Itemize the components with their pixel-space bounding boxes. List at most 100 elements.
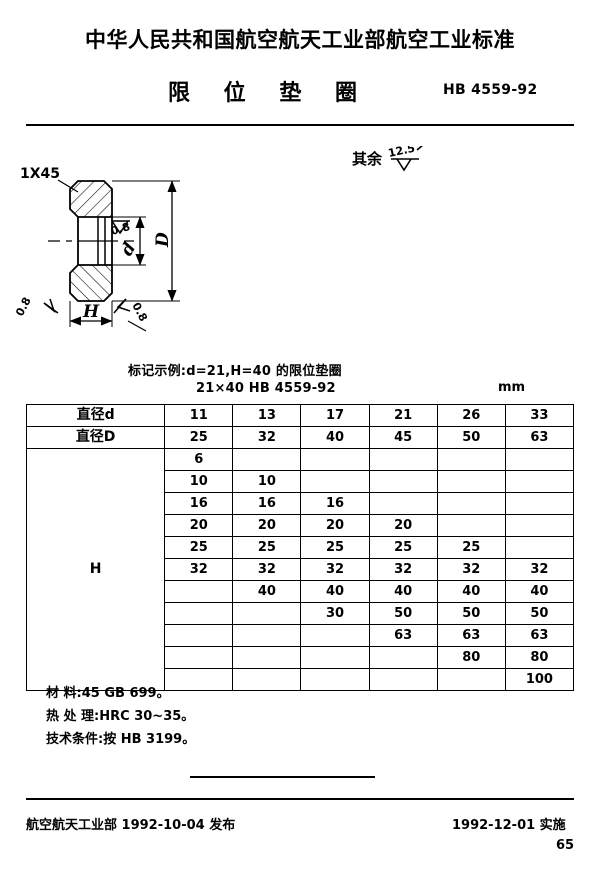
cell-h-10-2 (300, 668, 370, 691)
technical-drawing: 1X45 D d 0.8 H (0, 135, 600, 350)
cell-h-1-1: 10 (232, 470, 302, 493)
cell-h-5-4: 32 (436, 558, 506, 581)
cell-h-4-2: 25 (300, 536, 370, 559)
cell-D-1: 32 (232, 426, 302, 449)
cell-h-10-5: 100 (504, 668, 575, 691)
cell-h-8-3: 63 (368, 624, 438, 647)
cell-h-4-4: 25 (436, 536, 506, 559)
roughness-symbol-right-icon: 0.8 (113, 298, 150, 332)
cell-h-4-3: 25 (368, 536, 438, 559)
page-title: 限 位 垫 圈 (168, 81, 370, 106)
cell-D-2: 40 (300, 426, 370, 449)
cell-h-0-1 (232, 448, 302, 471)
specification-table: 直径d 11 13 17 21 26 33 直径D 25 32 40 45 50… (25, 404, 575, 691)
note-material: 材 料:45 GB 699。 (46, 686, 170, 701)
row-label-d: 直径d (25, 404, 166, 427)
roughness-value-right: 0.8 (129, 300, 150, 323)
cell-h-7-4: 50 (436, 602, 506, 625)
cell-h-0-5 (504, 448, 575, 471)
footer-divider (26, 798, 574, 800)
cell-h-4-5 (504, 536, 575, 559)
table-row-d: 直径d 11 13 17 21 26 33 (25, 404, 575, 427)
cell-h-6-0 (164, 580, 234, 603)
marking-code: 21×40 HB 4559-92 (196, 381, 336, 396)
cell-h-6-3: 40 (368, 580, 438, 603)
cell-d-3: 21 (368, 404, 438, 427)
cell-h-10-1 (232, 668, 302, 691)
table-row-h-3: 20 20 20 20 (27, 514, 575, 537)
cell-h-7-3: 50 (368, 602, 438, 625)
cell-h-5-2: 32 (300, 558, 370, 581)
cell-h-7-2: 30 (300, 602, 370, 625)
cell-D-4: 50 (436, 426, 506, 449)
other-roughness-label: 其余 (352, 150, 383, 168)
note-tech-condition: 技术条件:按 HB 3199。 (46, 732, 196, 747)
cell-h-7-1 (232, 602, 302, 625)
unit-label: mm (498, 380, 526, 395)
cell-h-9-2 (300, 646, 370, 669)
cell-d-5: 33 (504, 404, 575, 427)
cell-h-0-3 (368, 448, 438, 471)
cell-D-5: 63 (504, 426, 575, 449)
cell-h-9-0 (164, 646, 234, 669)
cell-h-0-4 (436, 448, 506, 471)
cell-h-3-1: 20 (232, 514, 302, 537)
cell-h-8-1 (232, 624, 302, 647)
footnotes: 材 料:45 GB 699。 热 处 理:HRC 30~35。 技术条件:按 H… (46, 682, 195, 751)
cell-h-6-2: 40 (300, 580, 370, 603)
effective-date: 1992-12-01 实施 (452, 818, 566, 833)
cell-h-6-1: 40 (232, 580, 302, 603)
cell-h-7-0 (164, 602, 234, 625)
cell-d-0: 11 (164, 404, 234, 427)
table-row-D: 直径D 25 32 40 45 50 63 (25, 426, 575, 449)
standard-number: HB 4559-92 (443, 82, 538, 98)
section-divider (190, 776, 375, 778)
cell-h-9-5: 80 (504, 646, 575, 669)
table-body: 直径d 11 13 17 21 26 33 直径D 25 32 40 45 50… (25, 404, 575, 691)
section-upper-body (69, 180, 113, 218)
dimension-H-label: H (82, 302, 100, 322)
other-roughness-note: 其余 12.5 (352, 142, 433, 172)
cell-h-10-3 (368, 668, 438, 691)
cell-h-3-2: 20 (300, 514, 370, 537)
cell-h-8-2 (300, 624, 370, 647)
cell-D-0: 25 (164, 426, 234, 449)
issuer-statement: 航空航天工业部 1992-10-04 发布 (26, 818, 236, 833)
cell-h-3-0: 20 (164, 514, 234, 537)
cell-h-5-1: 32 (232, 558, 302, 581)
section-lower-body (69, 264, 113, 302)
cell-h-8-4: 63 (436, 624, 506, 647)
washer-section-svg: 1X45 D d 0.8 H (13, 166, 180, 332)
cell-h-5-0: 32 (164, 558, 234, 581)
cell-h-8-5: 63 (504, 624, 575, 647)
table-row-h-4: 25 25 25 25 25 (27, 536, 575, 559)
cell-h-3-5 (504, 514, 575, 537)
cell-d-4: 26 (436, 404, 506, 427)
cell-h-2-4 (436, 492, 506, 515)
cell-h-2-1: 16 (232, 492, 302, 515)
cell-h-1-3 (368, 470, 438, 493)
table-row-h-10: 100 (27, 668, 575, 691)
marking-example: 标记示例:d=21,H=40 的限位垫圈 (128, 364, 342, 379)
cell-h-4-0: 25 (164, 536, 234, 559)
cell-h-7-5: 50 (504, 602, 575, 625)
chamfer-label: 1X45 (20, 166, 60, 182)
cell-d-1: 13 (232, 404, 302, 427)
row-label-H: H (25, 448, 166, 691)
cell-h-1-0: 10 (164, 470, 234, 493)
cell-h-0-2 (300, 448, 370, 471)
cell-h-0-0: 6 (164, 448, 234, 471)
cell-h-2-0: 16 (164, 492, 234, 515)
cell-h-6-5: 40 (504, 580, 575, 603)
note-heat-treatment: 热 处 理:HRC 30~35。 (46, 709, 195, 724)
cell-h-9-4: 80 (436, 646, 506, 669)
cell-h-4-1: 25 (232, 536, 302, 559)
cell-h-6-4: 40 (436, 580, 506, 603)
table-row-h-8: 63 63 63 (27, 624, 575, 647)
cell-h-1-2 (300, 470, 370, 493)
table-row-h-2: 16 16 16 (27, 492, 575, 515)
cell-h-10-4 (436, 668, 506, 691)
cell-h-2-5 (504, 492, 575, 515)
cell-h-5-3: 32 (368, 558, 438, 581)
